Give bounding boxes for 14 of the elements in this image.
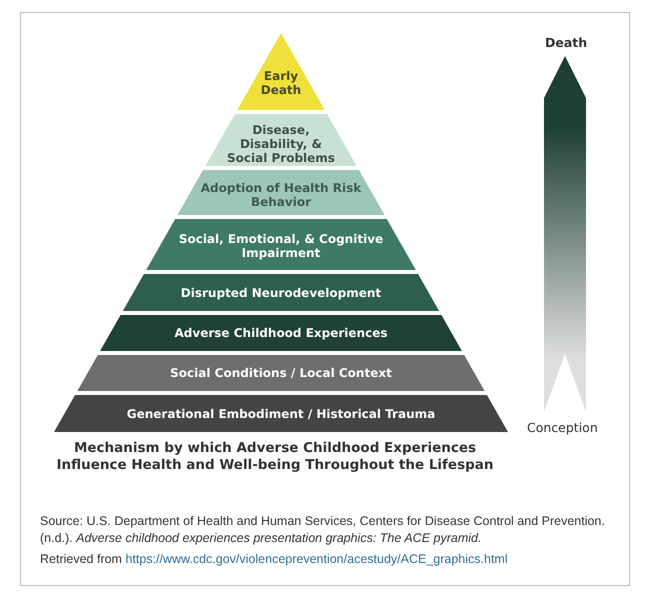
- source-note: Source: U.S. Department of Health and Human Services, Centers for Disease Control and Prevention. (n.d.). Adverse childhood experiences presentation graphics: The ACE pyramid.: [40, 513, 606, 547]
- tier-label: Disrupted Neurodevelopment: [180, 286, 382, 300]
- scale-end-label: Conception: [527, 420, 598, 435]
- tier-label: Adoption of Health Risk Behavior: [200, 180, 362, 208]
- scale-end-label: Death: [545, 35, 588, 50]
- tier-label: Generational Embodiment / Historical Trauma: [126, 406, 436, 420]
- retrieval-note: Retrieved from: [40, 552, 122, 566]
- source-link: https://www.cdc.gov/violenceprevention/acestudy/ACE_graphics.html: [125, 552, 508, 566]
- tier-label: Disease, Disability, & Social Problems: [226, 123, 336, 165]
- tier-label: Early Death: [260, 68, 302, 96]
- tier-label: Adverse Childhood Experiences: [174, 326, 388, 340]
- tier-label: Social Conditions / Local Context: [170, 366, 392, 380]
- tier-label: Social, Emotional, & Cognitive Impairment: [178, 232, 384, 260]
- caption: Mechanism by which Adverse Childhood Experiences Influence Health and Well-being Throughout the Lifespan: [55, 440, 495, 474]
